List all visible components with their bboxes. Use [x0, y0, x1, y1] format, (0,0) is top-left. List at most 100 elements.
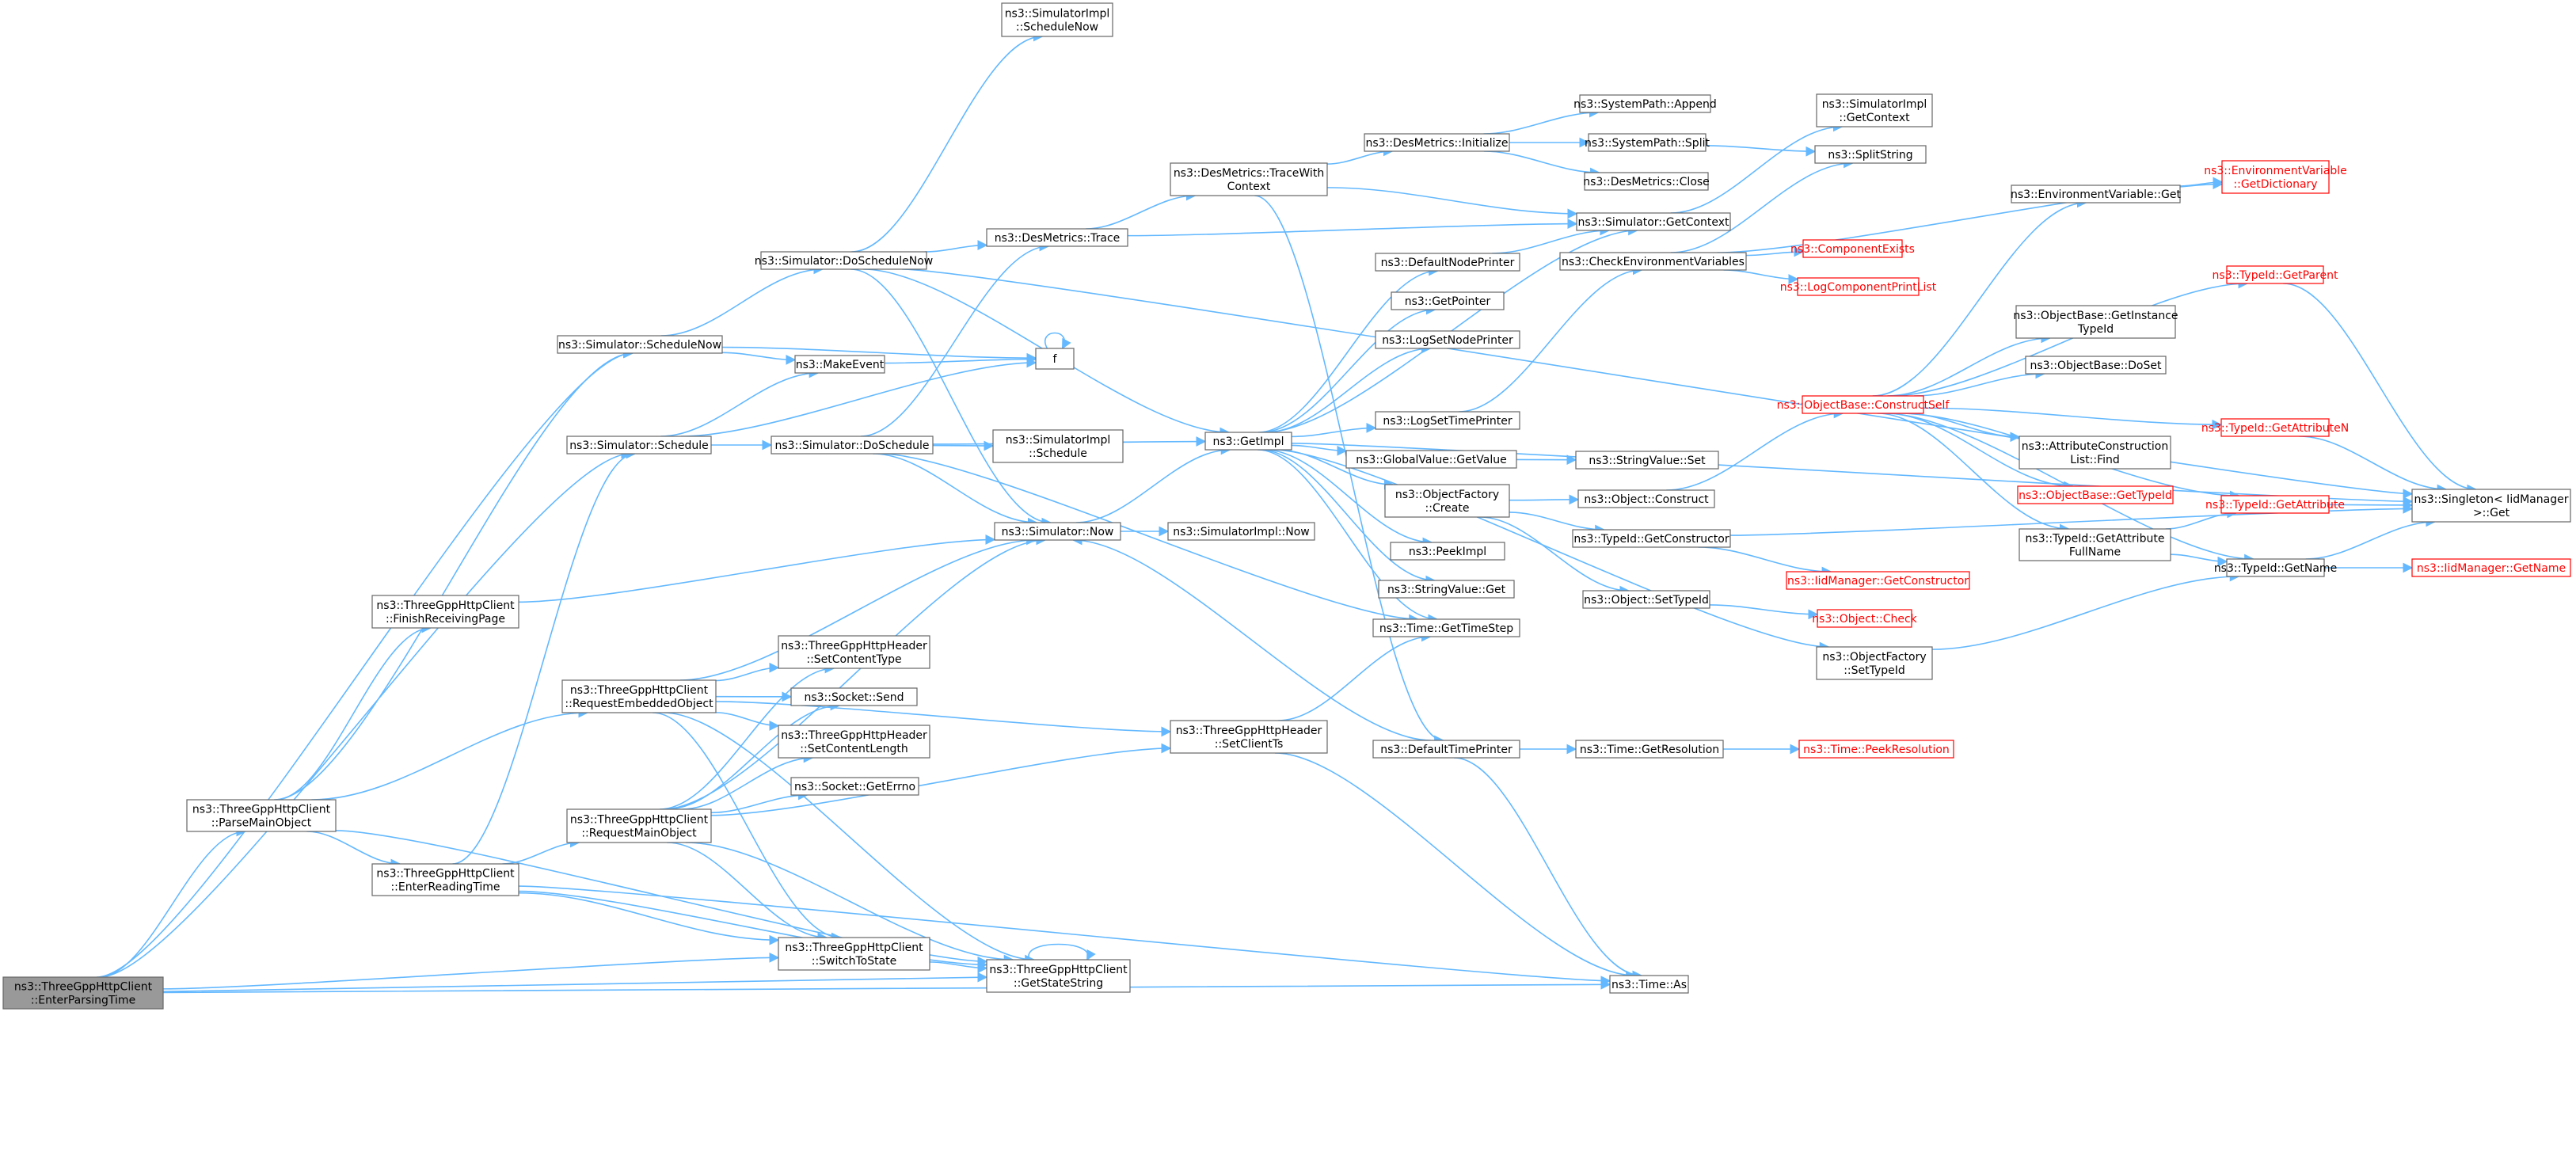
node-box	[992, 429, 1124, 463]
node-objectSetTypeId[interactable]: ns3::Object::SetTypeId	[1582, 590, 1710, 609]
node-splitString[interactable]: ns3::SplitString	[1814, 145, 1927, 164]
node-objectBaseConstructSelf[interactable]: ns3::ObjectBase::ConstructSelf	[1777, 395, 1950, 414]
node-setContentType[interactable]: ns3::ThreeGppHttpHeader::SetContentType	[778, 635, 930, 669]
node-simSchedule[interactable]: ns3::Simulator::Schedule	[566, 436, 712, 455]
node-socketSend[interactable]: ns3::Socket::Send	[790, 687, 918, 706]
node-simImplNow[interactable]: ns3::SimulatorImpl::Now	[1167, 522, 1315, 541]
edge-layer	[97, 31, 2478, 994]
node-box	[790, 777, 919, 796]
node-envVarGet[interactable]: ns3::EnvironmentVariable::Get	[2011, 184, 2181, 204]
node-getStateString[interactable]: ns3::ThreeGppHttpClient::GetStateString	[986, 959, 1131, 993]
edge-getImpl-to-peekImpl	[1264, 449, 1433, 548]
node-systemPathSplit[interactable]: ns3::SystemPath::Split	[1585, 133, 1710, 152]
node-switchToState[interactable]: ns3::ThreeGppHttpClient::SwitchToState	[778, 937, 930, 971]
node-simScheduleNow[interactable]: ns3::Simulator::ScheduleNow	[557, 335, 723, 354]
node-objectFactoryCreate[interactable]: ns3::ObjectFactory::Create	[1384, 484, 1510, 518]
node-box	[1797, 277, 1920, 296]
node-label-line: FullName	[2069, 546, 2121, 559]
node-timeGetResolution[interactable]: ns3::Time::GetResolution	[1575, 740, 1724, 759]
node-desMetricsClose[interactable]: ns3::DesMetrics::Close	[1583, 172, 1710, 191]
node-iidManagerGetConstructor[interactable]: ns3::IidManager::GetConstructor	[1786, 571, 1970, 590]
node-desMetricsTrace[interactable]: ns3::DesMetrics::Trace	[986, 228, 1128, 247]
edge-simSchedule-to-f	[680, 357, 1037, 437]
node-getImpl[interactable]: ns3::GetImpl	[1204, 432, 1292, 451]
edge-typeIdGetParent-to-singletonGet	[2283, 283, 2478, 495]
node-box	[771, 436, 934, 455]
node-stringValueSet[interactable]: ns3::StringValue::Set	[1575, 451, 1719, 470]
node-typeIdGetAttribute[interactable]: ns3::TypeId::GetAttribute	[2205, 495, 2345, 514]
node-objectBaseGetTypeId[interactable]: ns3::ObjectBase::GetTypeId	[2017, 485, 2174, 504]
node-typeIdGetName[interactable]: ns3::TypeId::GetName	[2214, 558, 2337, 577]
edge-reqMain-to-simNow	[662, 534, 1047, 810]
node-label-line: ns3::DefaultTimePrinter	[1380, 744, 1512, 756]
node-box	[760, 251, 927, 270]
node-label-line: ns3::EnvironmentVariable::Get	[2011, 188, 2181, 201]
node-simImplScheduleNow[interactable]: ns3::SimulatorImpl::ScheduleNow	[1001, 2, 1113, 37]
node-box	[1802, 239, 1903, 258]
node-defaultNodePrinter[interactable]: ns3::DefaultNodePrinter	[1375, 253, 1520, 272]
node-logSetTimePrinter[interactable]: ns3::LogSetTimePrinter	[1375, 411, 1520, 430]
node-box	[1575, 451, 1719, 470]
node-box	[1588, 133, 1707, 152]
node-globalValueGetValue[interactable]: ns3::GlobalValue::GetValue	[1345, 450, 1517, 469]
node-makeEvent[interactable]: ns3::MakeEvent	[794, 355, 885, 374]
node-timeAs[interactable]: ns3::Time::As	[1609, 975, 1689, 994]
node-desMetricsInit[interactable]: ns3::DesMetrics::Initialize	[1364, 133, 1510, 152]
node-checkEnvVars[interactable]: ns3::CheckEnvironmentVariables	[1559, 252, 1747, 271]
edge-defaultTimePrinter-to-timeAs	[1453, 757, 1643, 981]
node-finishReceiving[interactable]: ns3::ThreeGppHttpClient::FinishReceiving…	[371, 595, 519, 629]
node-simNow[interactable]: ns3::Simulator::Now	[994, 522, 1121, 541]
node-label-line: ns3::Simulator::DoScheduleNow	[755, 255, 933, 268]
node-logComponentPrintList[interactable]: ns3::LogComponentPrintList	[1780, 277, 1937, 296]
node-componentExists[interactable]: ns3::ComponentExists	[1790, 239, 1915, 258]
node-reqMain[interactable]: ns3::ThreeGppHttpClient::RequestMainObje…	[566, 808, 712, 843]
node-peekImpl[interactable]: ns3::PeekImpl	[1390, 542, 1505, 561]
node-systemPathAppend[interactable]: ns3::SystemPath::Append	[1573, 94, 1717, 113]
node-objectFactorySetTypeId[interactable]: ns3::ObjectFactory::SetTypeId	[1816, 646, 1933, 680]
edge-simDoScheduleNow-to-simNow	[850, 268, 1052, 528]
node-typeIdGetAttributeN[interactable]: ns3::TypeId::GetAttributeN	[2201, 418, 2349, 437]
node-timePeekResolution[interactable]: ns3::Time::PeekResolution	[1798, 740, 1954, 759]
node-reqEmbedded[interactable]: ns3::ThreeGppHttpClient::RequestEmbedded…	[561, 679, 717, 713]
node-singletonGet[interactable]: ns3::Singleton< IidManager >::Get	[2411, 489, 2571, 523]
edge-logSetTimePrinter-to-checkEnvVars	[1459, 264, 1643, 413]
node-defaultTimePrinter[interactable]: ns3::DefaultTimePrinter	[1372, 740, 1520, 759]
edge-checkEnvVars-to-componentExists	[1745, 246, 1805, 257]
node-setClientTs[interactable]: ns3::ThreeGppHttpHeader::SetClientTs	[1170, 720, 1328, 754]
edge-desMetricsInit-to-systemPathAppend	[1483, 107, 1600, 135]
node-simImplSchedule[interactable]: ns3::SimulatorImpl::Schedule	[992, 429, 1124, 463]
node-typeIdGetParent[interactable]: ns3::TypeId::GetParent	[2213, 265, 2338, 284]
edge-objectSetTypeId-to-objectCheck	[1709, 604, 1819, 620]
node-box	[2226, 265, 2324, 284]
edge-typeIdGetAttribute-to-singletonGet	[2328, 500, 2414, 511]
node-f[interactable]: f	[1035, 348, 1075, 370]
edge-simDoScheduleNow-to-desMetricsTrace	[924, 240, 988, 253]
node-iidManagerGetName[interactable]: ns3::IidManager::GetName	[2411, 558, 2571, 577]
node-parseMain[interactable]: ns3::ThreeGppHttpClient::ParseMainObject	[186, 799, 337, 832]
node-getPointer[interactable]: ns3::GetPointer	[1391, 291, 1505, 310]
edge-typeIdGetName-to-singletonGet	[2305, 516, 2437, 560]
node-objectCheck[interactable]: ns3::Object::Check	[1812, 609, 1918, 628]
node-typeIdGetConstructor[interactable]: ns3::TypeId::GetConstructor	[1572, 529, 1731, 548]
node-label-line: ns3::PeekImpl	[1409, 546, 1486, 558]
node-enterReading[interactable]: ns3::ThreeGppHttpClient::EnterReadingTim…	[371, 863, 519, 896]
node-logSetNodePrinter[interactable]: ns3::LogSetNodePrinter	[1375, 330, 1520, 349]
node-objectBaseDoSet[interactable]: ns3::ObjectBase::DoSet	[2025, 356, 2167, 375]
node-timeGetTimeStep[interactable]: ns3::Time::GetTimeStep	[1372, 618, 1520, 637]
node-simDoSchedule[interactable]: ns3::Simulator::DoSchedule	[771, 436, 934, 455]
node-stringValueGet[interactable]: ns3::StringValue::Get	[1378, 580, 1515, 599]
node-simDoScheduleNow[interactable]: ns3::Simulator::DoScheduleNow	[755, 251, 933, 270]
edge-reqMain-to-socketGetErrno	[710, 789, 809, 814]
node-box	[1345, 450, 1517, 469]
node-socketGetErrno[interactable]: ns3::Socket::GetErrno	[790, 777, 919, 796]
node-simImplGetContext[interactable]: ns3::SimulatorImpl::GetContext	[1816, 93, 1933, 127]
node-objectConstruct[interactable]: ns3::Object::Construct	[1577, 489, 1715, 508]
node-simGetContext[interactable]: ns3::Simulator::GetContext	[1576, 212, 1731, 231]
node-setContentLength[interactable]: ns3::ThreeGppHttpHeader::SetContentLengt…	[778, 725, 930, 759]
node-envVarGetDictionary[interactable]: ns3::EnvironmentVariable::GetDictionary	[2204, 160, 2347, 194]
edge-desMetricsTrace-to-desMetricsTraceWith	[1086, 190, 1197, 230]
